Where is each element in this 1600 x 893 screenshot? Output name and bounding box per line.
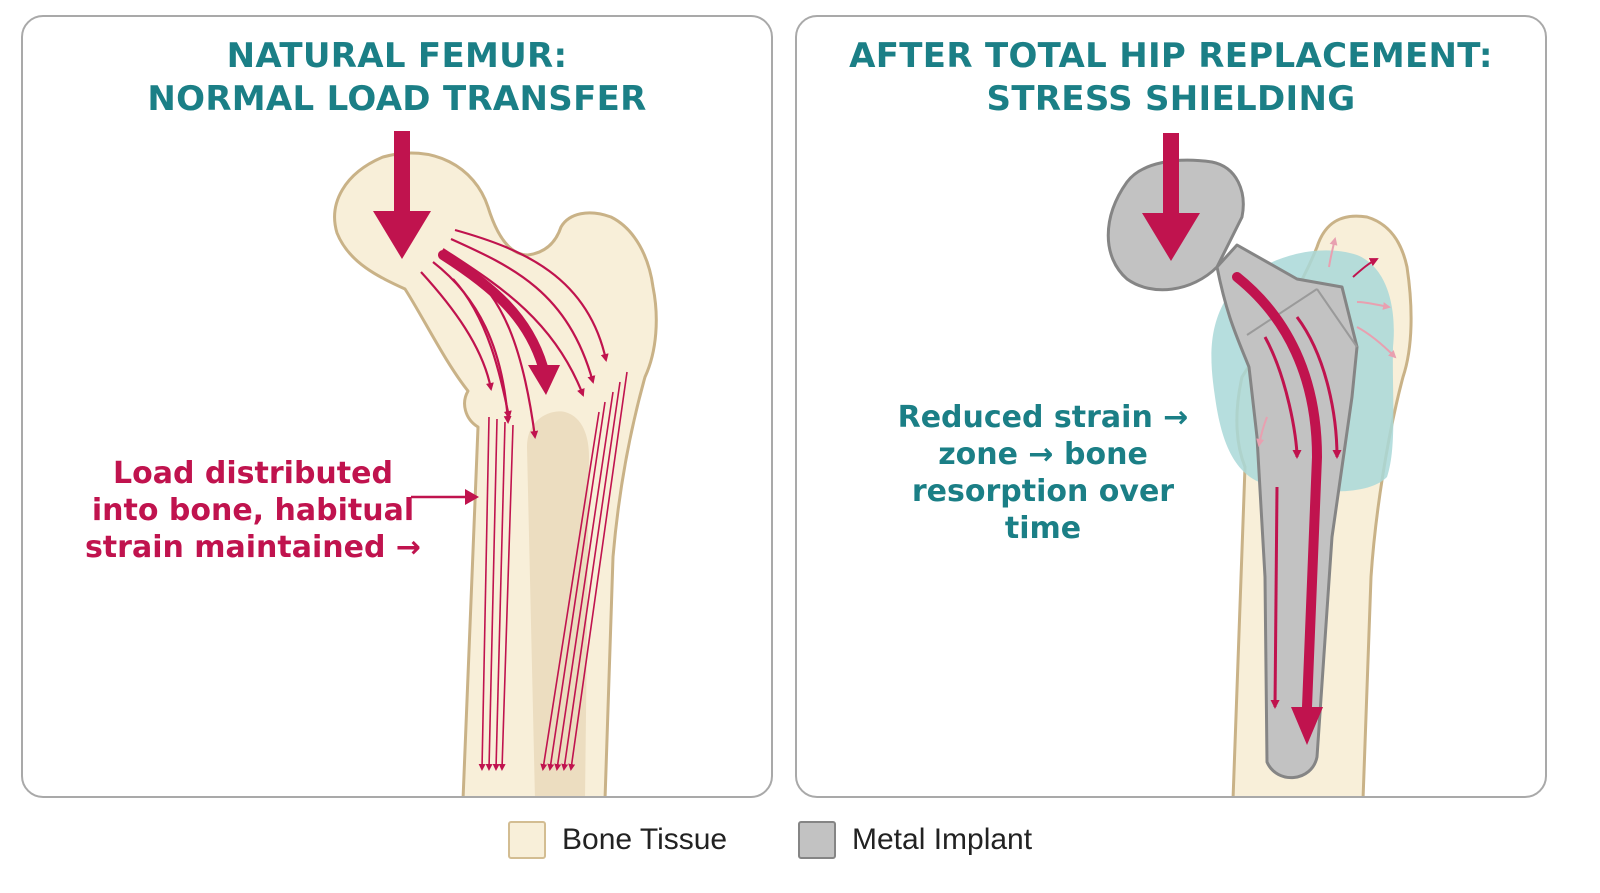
right-note-line-1: Reduced strain → [897, 400, 1189, 435]
medullary-canal [527, 411, 589, 796]
left-note-line-3: strain maintained → [84, 530, 422, 565]
left-note-line-1: Load distributed [113, 456, 393, 491]
left-title-line-2: NORMAL LOAD TRANSFER [147, 79, 647, 119]
load-arrow-left [373, 131, 431, 259]
right-title-line-1: AFTER TOTAL HIP REPLACEMENT: [849, 36, 1493, 76]
hip-implant-illustration [1106, 133, 1413, 796]
metal-swatch [798, 821, 836, 859]
right-note-line-3: resorption over [911, 474, 1175, 509]
bone-swatch [508, 821, 546, 859]
reduced-strain-annotation: Reduced strain → zone → bone resorption … [883, 399, 1203, 547]
right-title-line-2: STRESS SHIELDING [986, 79, 1356, 119]
natural-femur-illustration [333, 131, 658, 796]
legend-bone-tissue: Bone Tissue [508, 818, 727, 862]
right-note-line-4: time [1004, 511, 1082, 546]
left-panel-title: NATURAL FEMUR: NORMAL LOAD TRANSFER [23, 35, 771, 121]
load-arrow-right [1142, 133, 1200, 261]
legend-metal-implant: Metal Implant [798, 818, 1032, 862]
hip-replacement-panel: AFTER TOTAL HIP REPLACEMENT: STRESS SHIE… [795, 15, 1547, 798]
main-load-path [438, 250, 548, 372]
natural-femur-panel: NATURAL FEMUR: NORMAL LOAD TRANSFER [21, 15, 773, 798]
legend-bone-label: Bone Tissue [562, 823, 728, 856]
right-note-line-2: zone → bone [938, 437, 1148, 472]
left-note-line-2: into bone, habitual [91, 493, 415, 528]
left-title-line-1: NATURAL FEMUR: [226, 36, 568, 76]
load-distributed-annotation: Load distributed into bone, habitual str… [63, 455, 443, 566]
legend-metal-label: Metal Implant [852, 823, 1033, 856]
right-panel-title: AFTER TOTAL HIP REPLACEMENT: STRESS SHIE… [797, 35, 1545, 121]
implant-stem [1215, 243, 1359, 779]
